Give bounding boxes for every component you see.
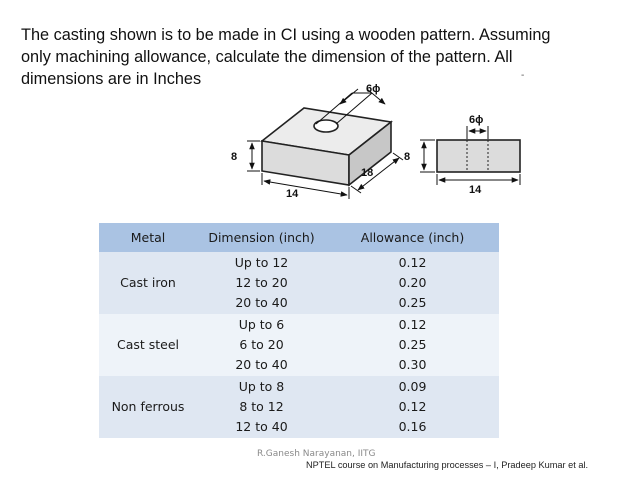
isometric-view (260, 107, 393, 187)
dimension-value: Up to 12 (234, 255, 289, 270)
allowance-value: 0.25 (398, 295, 427, 310)
iso-hole-dimension (315, 88, 386, 125)
allowance-cell: 0.12 0.20 0.25 (326, 252, 499, 314)
allowance-value: 0.16 (398, 419, 427, 434)
metal-cell: Cast steel (99, 314, 197, 376)
stray-dash: - (521, 70, 525, 81)
allowance-value: 0.12 (398, 317, 427, 332)
front-hole-label: 6ϕ (469, 114, 483, 126)
dimension-value: 12 to 40 (235, 419, 288, 434)
allowance-value: 0.30 (398, 357, 427, 372)
header-allowance: Allowance (inch) (326, 223, 499, 252)
dimension-value: 20 to 40 (235, 295, 288, 310)
allowance-cell: 0.12 0.25 0.30 (326, 314, 499, 376)
front-length-label: 14 (469, 184, 482, 196)
header-dimension: Dimension (inch) (197, 223, 326, 252)
question-line-3: dimensions are in Inches (21, 70, 202, 88)
dimension-cell: Up to 8 8 to 12 12 to 40 (197, 376, 326, 438)
dimension-value: Up to 6 (238, 317, 285, 332)
front-hole-dimension (466, 126, 489, 139)
allowance-value: 0.09 (398, 379, 427, 394)
allowance-value: 0.12 (398, 255, 427, 270)
dimension-value: 8 to 12 (239, 399, 284, 414)
dimension-cell: Up to 12 12 to 20 20 to 40 (197, 252, 326, 314)
metal-cell: Non ferrous (99, 376, 197, 438)
iso-width-label: 18 (361, 167, 373, 179)
iso-height-label: 8 (231, 151, 237, 163)
iso-height-dimension (247, 140, 260, 172)
author-credit: R.Ganesh Narayanan, IITG (257, 449, 376, 459)
allowance-value: 0.20 (398, 275, 427, 290)
table-row: Cast iron Up to 12 12 to 20 20 to 40 0.1… (99, 252, 499, 314)
table-row: Non ferrous Up to 8 8 to 12 12 to 40 0.0… (99, 376, 499, 438)
dimension-value: 20 to 40 (235, 357, 288, 372)
source-citation: NPTEL course on Manufacturing processes … (306, 460, 589, 470)
question-line-2: only machining allowance, calculate the … (21, 48, 513, 66)
casting-drawing: 6ϕ 8 14 18 6ϕ 8 (231, 83, 521, 200)
front-view (436, 139, 521, 173)
iso-width-dimension (350, 152, 404, 194)
table-header-row: Metal Dimension (inch) Allowance (inch) (99, 223, 499, 252)
front-height-dimension (420, 139, 435, 173)
iso-length-label: 14 (286, 188, 299, 200)
dimension-value: Up to 8 (238, 379, 285, 394)
front-length-dimension (436, 174, 521, 185)
header-metal: Metal (99, 223, 197, 252)
iso-hole-label: 6ϕ (366, 83, 380, 95)
allowance-cell: 0.09 0.12 0.16 (326, 376, 499, 438)
dimension-value: 12 to 20 (235, 275, 288, 290)
metal-cell: Cast iron (99, 252, 197, 314)
dimension-value: 6 to 20 (239, 337, 284, 352)
front-height-label: 8 (404, 151, 410, 163)
allowance-value: 0.25 (398, 337, 427, 352)
question-line-1: The casting shown is to be made in CI us… (21, 26, 551, 44)
allowance-table: Metal Dimension (inch) Allowance (inch) … (99, 223, 499, 438)
question-text: The casting shown is to be made in CI us… (21, 24, 621, 90)
front-view-rect (436, 139, 521, 173)
iso-length-dimension (261, 173, 350, 199)
iso-hole (313, 119, 339, 133)
dimension-cell: Up to 6 6 to 20 20 to 40 (197, 314, 326, 376)
allowance-value: 0.12 (398, 399, 427, 414)
table-row: Cast steel Up to 6 6 to 20 20 to 40 0.12… (99, 314, 499, 376)
